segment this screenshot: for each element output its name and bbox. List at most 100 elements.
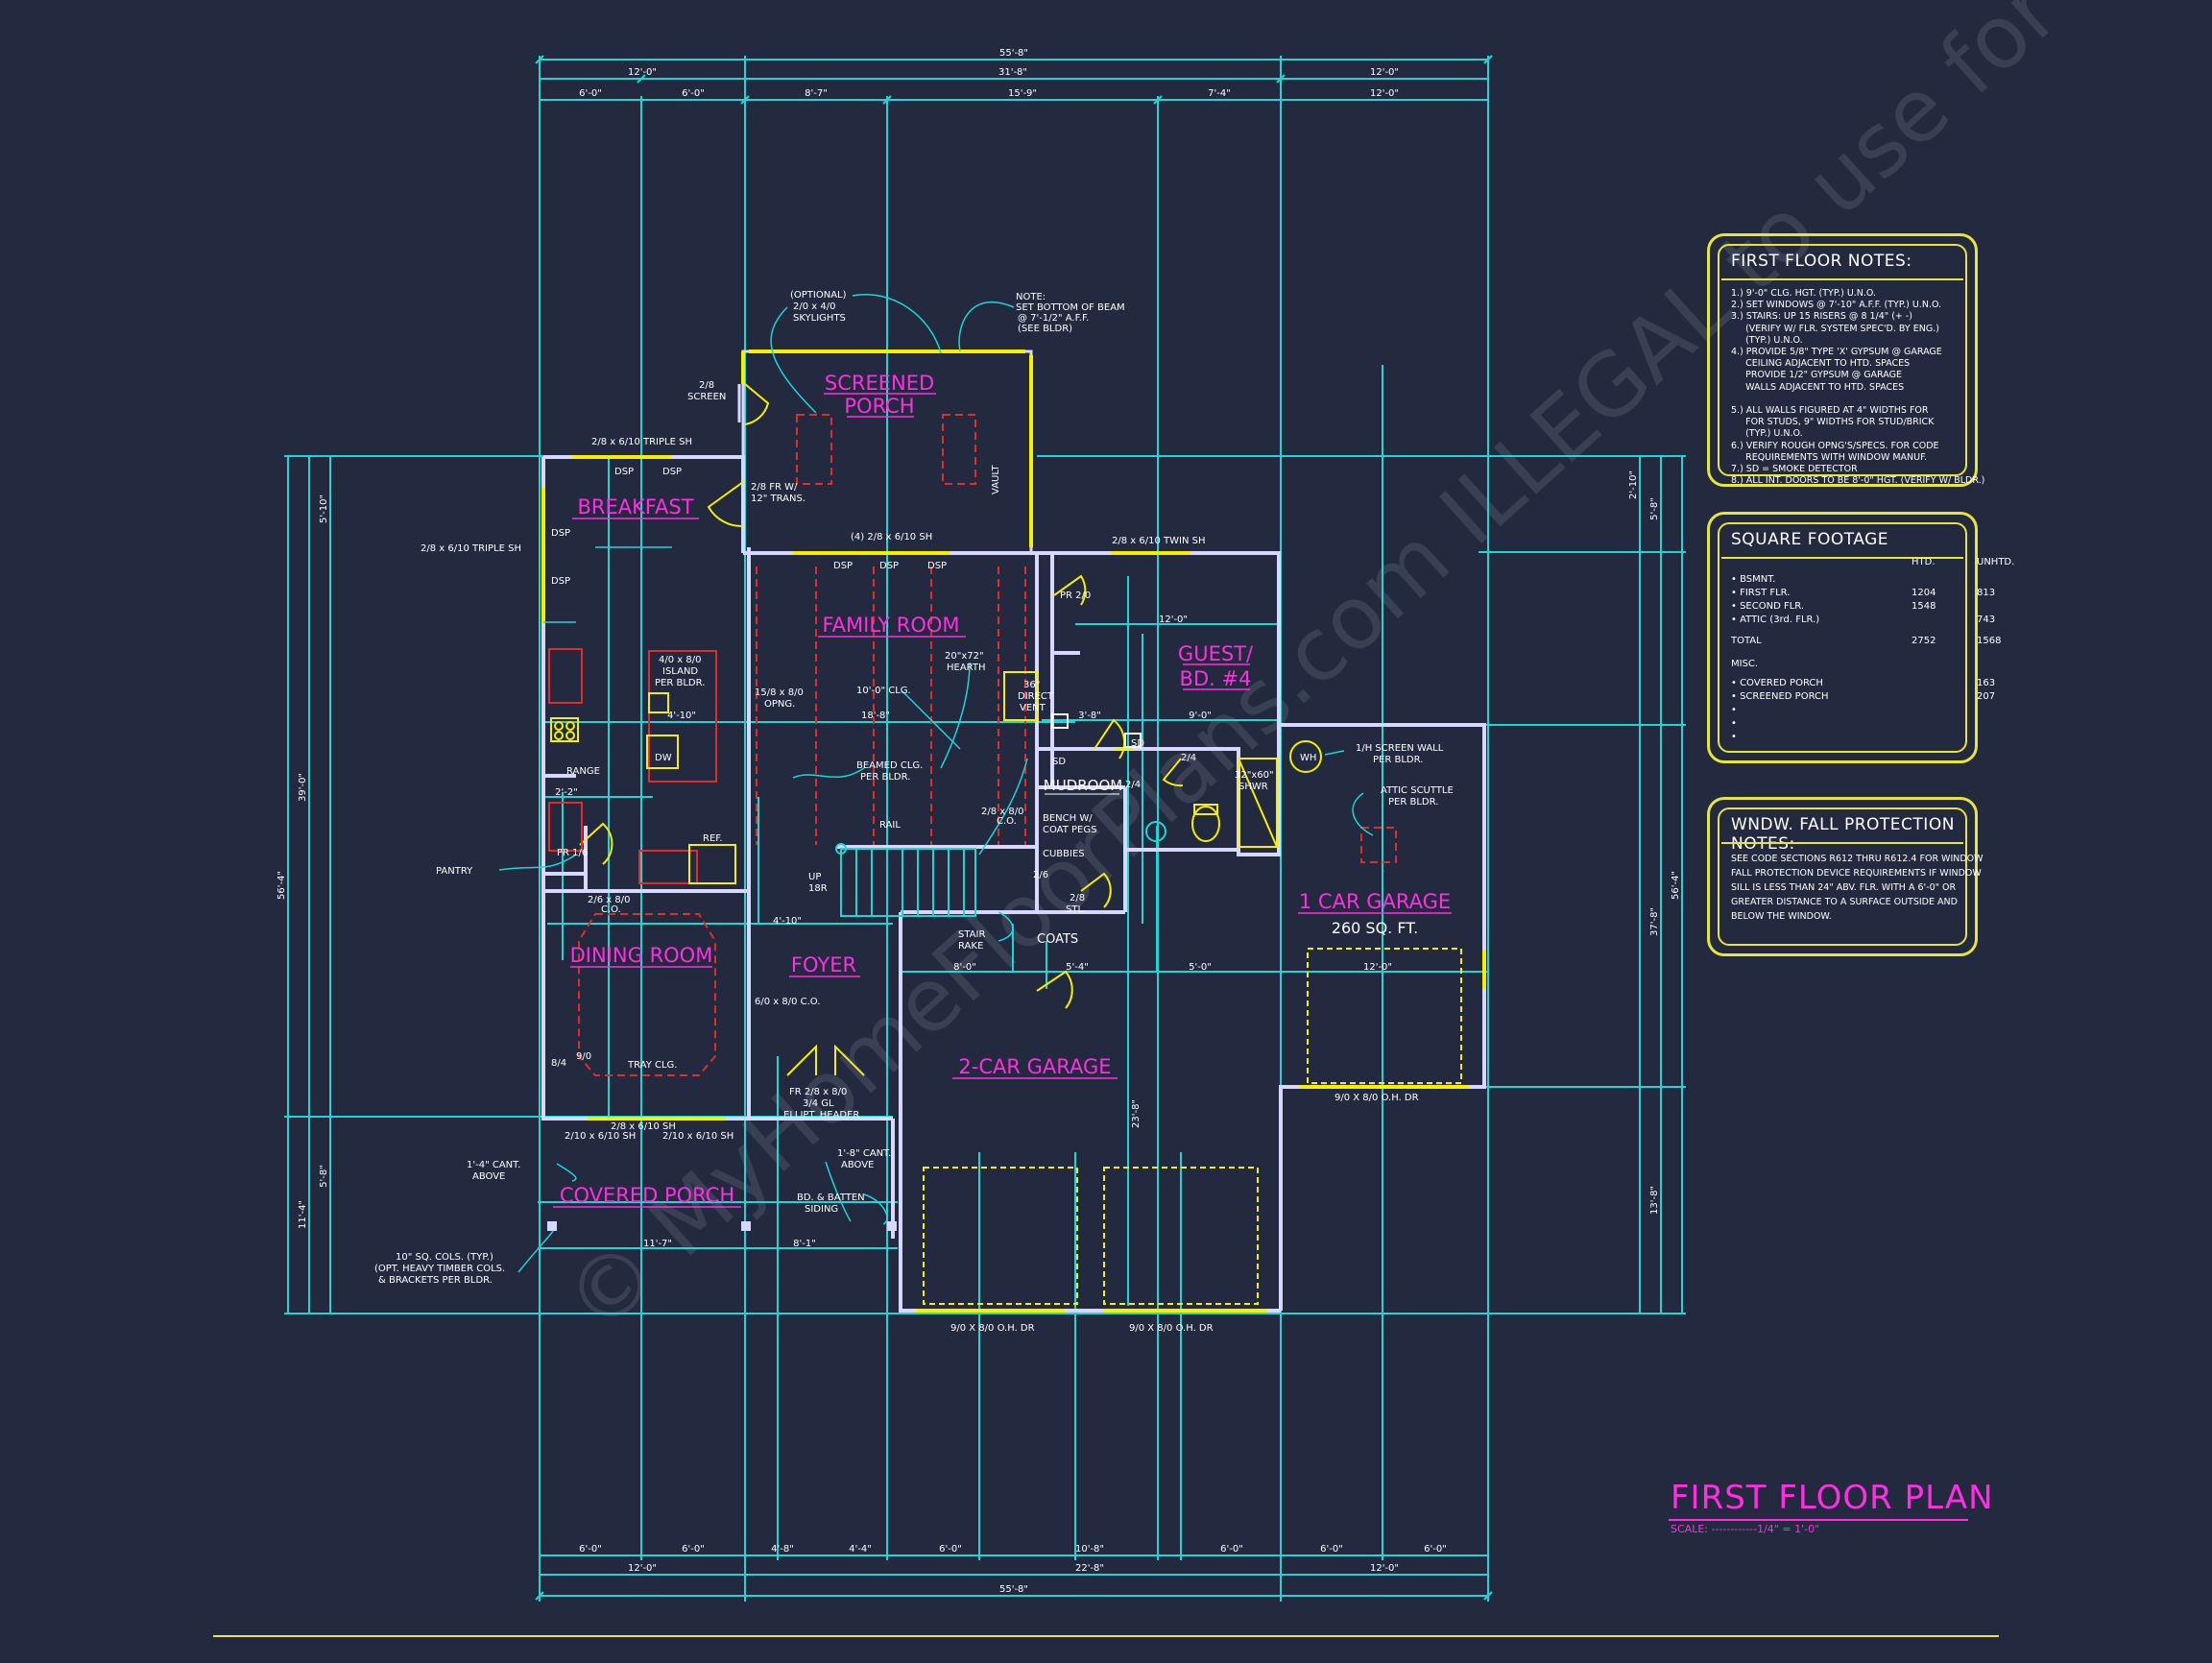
first-floor-notes-title: FIRST FLOOR NOTES: xyxy=(1731,252,1912,271)
note-shwr-1: 32"x60" xyxy=(1235,770,1274,781)
note-fr-entry-3: ELLIPT. HEADER xyxy=(783,1110,859,1121)
plan-title: FIRST FLOOR PLAN xyxy=(1671,1479,1994,1517)
note-dsp-5: DSP xyxy=(833,561,853,571)
note-island-3: PER BLDR. xyxy=(655,678,705,688)
dim-top-b: 31'-8" xyxy=(998,67,1027,78)
note-oh-dr-1: 9/0 X 8/0 O.H. DR xyxy=(950,1323,1035,1334)
square-footage-header-row: HTD. UNHTD. xyxy=(1731,557,2014,570)
dimension-ticks xyxy=(535,55,1493,1601)
dim-right-b: 13'-8" xyxy=(1649,1186,1660,1215)
plan-scale: SCALE: ------------1/4" = 1'-0" xyxy=(1671,1523,1820,1535)
dim-bot-a: 12'-0" xyxy=(628,1563,657,1574)
dim-top-s4: 15'-9" xyxy=(1008,88,1037,99)
room-guest-1: GUEST/ xyxy=(1178,642,1254,665)
one-car-garage-sqft: 260 SQ. FT. xyxy=(1332,919,1418,937)
note-shwr-2: SHWR xyxy=(1238,782,1268,792)
note-co-dining-1: 2/6 x 8/0 xyxy=(588,895,630,905)
dim-interior-11: 8'-1" xyxy=(793,1239,816,1249)
top-dimensions: 55'-8" 12'-0" 31'-8" 12'-0" 6'-0" 6'-0" … xyxy=(579,48,1399,99)
note-cant-3: 1'-8" CANT. xyxy=(837,1148,891,1159)
square-footage-label: • BSMNT. xyxy=(1731,574,1776,585)
square-footage-unhtd: 1568 xyxy=(1977,636,2002,646)
dim-bot-s9: 6'-0" xyxy=(1424,1544,1447,1555)
room-label-underlines xyxy=(553,393,1452,1208)
dim-left-total: 56'-4" xyxy=(276,871,287,900)
windows xyxy=(541,349,1486,1313)
note-beamed-clg-2: PER BLDR. xyxy=(860,772,910,783)
note-triple-sh-left: 2/8 x 6/10 TRIPLE SH xyxy=(421,543,521,554)
square-footage-label: TOTAL xyxy=(1731,636,1762,646)
dim-bot-s5: 6'-0" xyxy=(939,1544,962,1555)
note-bench-2: COAT PEGS xyxy=(1043,825,1096,835)
note-batten-1: BD. & BATTEN xyxy=(797,1193,865,1203)
dim-top-s1: 6'-0" xyxy=(579,88,602,99)
note-opng-1: 15/8 x 8/0 xyxy=(755,687,804,698)
dim-bot-s8: 6'-0" xyxy=(1320,1544,1343,1555)
garage-doors xyxy=(923,948,1462,1305)
note-stair-rake-2: RAKE xyxy=(958,941,983,952)
right-dimensions: 56'-4" 37'-8" 13'-8" 5'-8" 2'-10" xyxy=(1628,470,1681,1215)
square-footage-unhtd: 813 xyxy=(1977,588,1996,598)
dim-left-a: 39'-0" xyxy=(298,773,308,802)
dim-right-c: 5'-8" xyxy=(1649,497,1660,520)
note-optional-3: SKYLIGHTS xyxy=(793,313,846,324)
square-footage-label: • COVERED PORCH xyxy=(1731,678,1823,688)
note-range: RANGE xyxy=(566,766,600,777)
note-four-sh: (4) 2/8 x 6/10 SH xyxy=(851,532,932,542)
dim-interior-7: 5'-4" xyxy=(1066,962,1089,973)
note-batten-2: SIDING xyxy=(805,1204,838,1215)
square-footage-row: • SECOND FLR.1548 xyxy=(1731,601,1961,615)
note-optional-2: 2/0 x 4/0 xyxy=(793,301,835,312)
note-cant-1: 1'-4" CANT. xyxy=(467,1160,520,1170)
note-co-family-2: C.O. xyxy=(997,816,1017,827)
square-footage-label: • SECOND FLR. xyxy=(1731,601,1805,612)
dim-right-d: 2'-10" xyxy=(1628,470,1639,499)
square-footage-unhtd: 207 xyxy=(1977,691,1996,702)
note-dsp-7: DSP xyxy=(927,561,947,571)
dim-top-s5: 7'-4" xyxy=(1208,88,1231,99)
note-coats: COATS xyxy=(1037,932,1078,947)
room-screened-porch-1: SCREENED xyxy=(825,372,934,395)
note-screen-wall-2: PER BLDR. xyxy=(1373,755,1423,765)
note-cubbies: CUBBIES xyxy=(1043,849,1085,859)
square-footage-label: • SCREENED PORCH xyxy=(1731,691,1829,702)
dim-bot-c: 12'-0" xyxy=(1370,1563,1399,1574)
dim-left-d: 5'-8" xyxy=(319,1165,329,1188)
note-dsp-4: DSP xyxy=(551,576,570,587)
note-sh-front-3: 2/10 x 6/10 SH xyxy=(662,1131,733,1142)
note-attic-2: PER BLDR. xyxy=(1388,797,1438,807)
first-floor-notes-panel: FIRST FLOOR NOTES: 1.) 9'-0" CLG. HGT. (… xyxy=(1707,233,1984,487)
note-door-24b: 2/4 xyxy=(1125,780,1141,790)
dim-left-c: 5'-10" xyxy=(319,494,329,523)
dim-interior-8: 5'-0" xyxy=(1189,962,1212,973)
room-one-car-garage: 1 CAR GARAGE xyxy=(1299,890,1451,913)
note-door-26: 2/6 xyxy=(1033,870,1048,880)
dim-bot-s7: 6'-0" xyxy=(1220,1544,1243,1555)
first-floor-notes-inner-border xyxy=(1718,244,1967,476)
dim-top-c: 12'-0" xyxy=(1370,67,1399,78)
square-footage-row: • xyxy=(1731,705,1961,718)
note-dsp-6: DSP xyxy=(879,561,899,571)
note-ref: REF. xyxy=(703,833,723,844)
note-hearth-1: 20"x72" xyxy=(945,651,984,662)
square-footage-label: • xyxy=(1731,718,1737,729)
room-labels: SCREENED PORCH BREAKFAST FAMILY ROOM GUE… xyxy=(560,372,1451,1207)
note-cant-2: ABOVE xyxy=(472,1171,505,1182)
note-bench-1: BENCH W/ xyxy=(1043,813,1093,824)
window-fall-notes-title: WNDW. FALL PROTECTION NOTES: xyxy=(1731,815,1955,854)
note-sh-front-1: 2/10 x 6/10 SH xyxy=(565,1131,636,1142)
note-stl-1: 2/8 xyxy=(1070,893,1085,904)
note-screen-door-1: 2/8 xyxy=(699,380,714,391)
note-d90: 9/0 xyxy=(576,1051,591,1062)
dim-top-a: 12'-0" xyxy=(628,67,657,78)
square-footage-row: • xyxy=(1731,718,1961,732)
room-dining-room: DINING ROOM xyxy=(570,944,713,967)
note-pr-guest: PR 2/0 xyxy=(1060,590,1091,601)
note-attic-1: ATTIC SCUTTLE xyxy=(1381,785,1454,796)
note-co-family-1: 2/8 x 8/0 xyxy=(981,807,1023,817)
note-screen-door-2: SCREEN xyxy=(687,392,726,402)
square-footage-label: • FIRST FLR. xyxy=(1731,588,1791,598)
dim-right-a: 37'-8" xyxy=(1649,907,1660,936)
plan-title-underline xyxy=(1669,1519,1968,1521)
